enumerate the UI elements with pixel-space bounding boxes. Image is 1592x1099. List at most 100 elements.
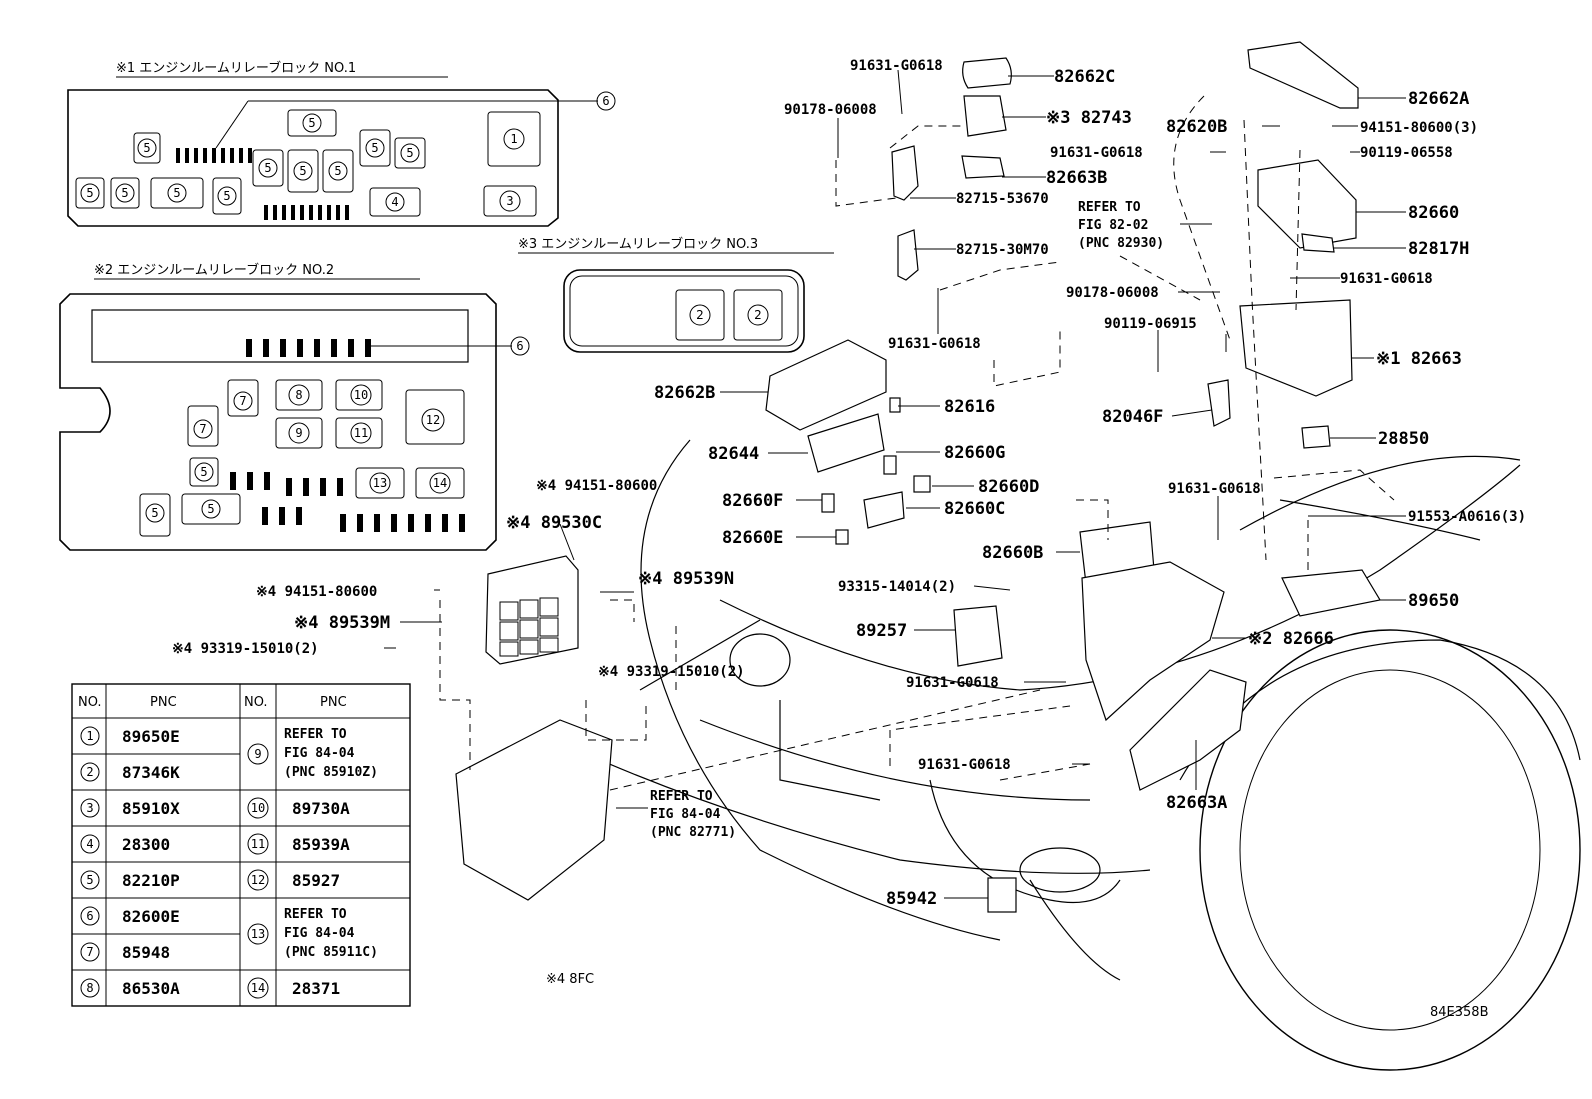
refer-82-02-line2: FIG 82-02: [1078, 218, 1148, 233]
figure-code: 84E358B: [1430, 1005, 1489, 1020]
label-82715-53670: 82715-53670: [956, 191, 1049, 207]
table-row-pnc: 85910X: [122, 799, 180, 818]
callout-5: 5: [223, 189, 230, 203]
relay-block-2-title: ※2 エンジンルームリレーブロック NO.2: [94, 262, 334, 278]
callout-5: 5: [200, 465, 207, 479]
label-90119-06915: 90119-06915: [1104, 316, 1197, 332]
label-82616: 82616: [944, 397, 995, 417]
callout-2: 2: [754, 308, 762, 322]
callout-2: 2: [696, 308, 704, 322]
table-row-no: 9: [254, 747, 261, 761]
table-row-pnc: 82210P: [122, 871, 180, 890]
table-row-no: 1: [86, 729, 93, 743]
callout-5: 5: [406, 146, 413, 160]
table-header-no: NO.: [78, 695, 102, 710]
table-row-pnc: 85939A: [292, 835, 350, 854]
label-82620b: 82620B: [1166, 117, 1227, 137]
label-91631-g0618: 91631-G0618: [906, 675, 999, 691]
label-93315-14014: 93315-14014(2): [838, 579, 956, 595]
label-82660e: 82660E: [722, 528, 783, 548]
callout-6: 6: [516, 339, 523, 353]
table-row-no: 4: [86, 837, 93, 851]
label-91631-g0618: 91631-G0618: [850, 58, 943, 74]
table-row-no: 8: [86, 981, 93, 995]
refer-84-04-line2: FIG 84-04: [650, 807, 721, 822]
table-refer-line: REFER TO: [284, 727, 347, 742]
callout-5: 5: [308, 116, 315, 130]
relay-block-3-title: ※3 エンジンルームリレーブロック NO.3: [518, 236, 758, 252]
table-row-pnc: 87346K: [122, 763, 180, 782]
label-82663a: 82663A: [1166, 793, 1227, 813]
label-82662a: 82662A: [1408, 89, 1469, 109]
part-labels: 91631-G0618 90178-06008 82662C ※3 82743 …: [172, 58, 1526, 1020]
table-row-no: 2: [86, 765, 93, 779]
table-row-pnc: 28371: [292, 979, 340, 998]
callout-5: 5: [264, 161, 271, 175]
label-82660b: 82660B: [982, 543, 1043, 563]
label-91553-a0616: 91553-A0616(3): [1408, 509, 1526, 525]
label-82660f: 82660F: [722, 491, 783, 511]
callout-5: 5: [86, 186, 93, 200]
label-x4-94151-80600: ※4 94151-80600: [256, 584, 377, 600]
table-row-pnc: 89650E: [122, 727, 180, 746]
label-x4-94151-80600: ※4 94151-80600: [536, 478, 657, 494]
ecu-connector-grid: [499, 597, 559, 657]
table-header-no: NO.: [244, 695, 268, 710]
label-x4-93319-15010: ※4 93319-15010(2): [172, 641, 319, 657]
callout-6: 6: [602, 94, 609, 108]
relay-block-1: ※1 エンジンルームリレーブロック NO.1: [67, 60, 616, 227]
label-82662b: 82662B: [654, 383, 715, 403]
callout-5: 5: [334, 164, 341, 178]
table-row-pnc: 86530A: [122, 979, 180, 998]
relay-block-3: ※3 エンジンルームリレーブロック NO.3 2 2: [518, 236, 834, 353]
callout-7: 7: [199, 422, 206, 436]
table-row-no: 10: [251, 801, 265, 815]
table-row-no: 5: [86, 873, 93, 887]
label-89257: 89257: [856, 621, 907, 641]
callout-5: 5: [371, 141, 378, 155]
callout-5: 5: [121, 186, 128, 200]
table-header-pnc: PNC: [320, 695, 347, 710]
label-82644: 82644: [708, 444, 759, 464]
callout-5: 5: [207, 502, 214, 516]
callout-10: 10: [354, 388, 368, 402]
callout-4: 4: [391, 195, 398, 209]
label-82660: 82660: [1408, 203, 1459, 223]
label-90119-06558: 90119-06558: [1360, 145, 1453, 161]
label-82666: ※2 82666: [1248, 629, 1334, 649]
relay-block-2: ※2 エンジンルームリレーブロック NO.2: [59, 262, 530, 551]
label-82660g: 82660G: [944, 443, 1005, 463]
label-91631-g0618: 91631-G0618: [1340, 271, 1433, 287]
callout-5: 5: [143, 141, 150, 155]
callout-7: 7: [239, 394, 246, 408]
label-85942: 85942: [886, 889, 937, 909]
label-x4-93319-15010: ※4 93319-15010(2): [598, 664, 745, 680]
pnc-table: NO. PNC NO. PNC 1 2 3 4 5 6 7 8 9 10 11 …: [71, 683, 411, 1007]
refer-82-02-line3: (PNC 82930): [1078, 236, 1164, 251]
table-row-no: 13: [251, 927, 265, 941]
label-82660d: 82660D: [978, 477, 1039, 497]
dashed-lines: [439, 95, 1395, 791]
callout-5: 5: [151, 506, 158, 520]
refer-82-02-line1: REFER TO: [1078, 200, 1141, 215]
table-refer-line: (PNC 85910Z): [284, 765, 378, 780]
label-91631-g0618: 91631-G0618: [1168, 481, 1261, 497]
table-row-no: 14: [251, 981, 265, 995]
leader-lines: [384, 69, 1406, 899]
callout-14: 14: [433, 476, 447, 490]
table-header-pnc: PNC: [150, 695, 177, 710]
table-row-no: 11: [251, 837, 265, 851]
callout-1: 1: [510, 132, 517, 146]
label-91631-g0618: 91631-G0618: [918, 757, 1011, 773]
label-89650: 89650: [1408, 591, 1459, 611]
refer-84-04-line3: (PNC 82771): [650, 825, 736, 840]
callout-13: 13: [373, 476, 387, 490]
label-90178-06008: 90178-06008: [1066, 285, 1159, 301]
part-shapes: [455, 41, 1381, 913]
label-x4-89530c: ※4 89530C: [506, 513, 602, 533]
refer-84-04-line1: REFER TO: [650, 789, 713, 804]
label-91631-g0618: 91631-G0618: [888, 336, 981, 352]
label-82715-30m70: 82715-30M70: [956, 242, 1049, 258]
